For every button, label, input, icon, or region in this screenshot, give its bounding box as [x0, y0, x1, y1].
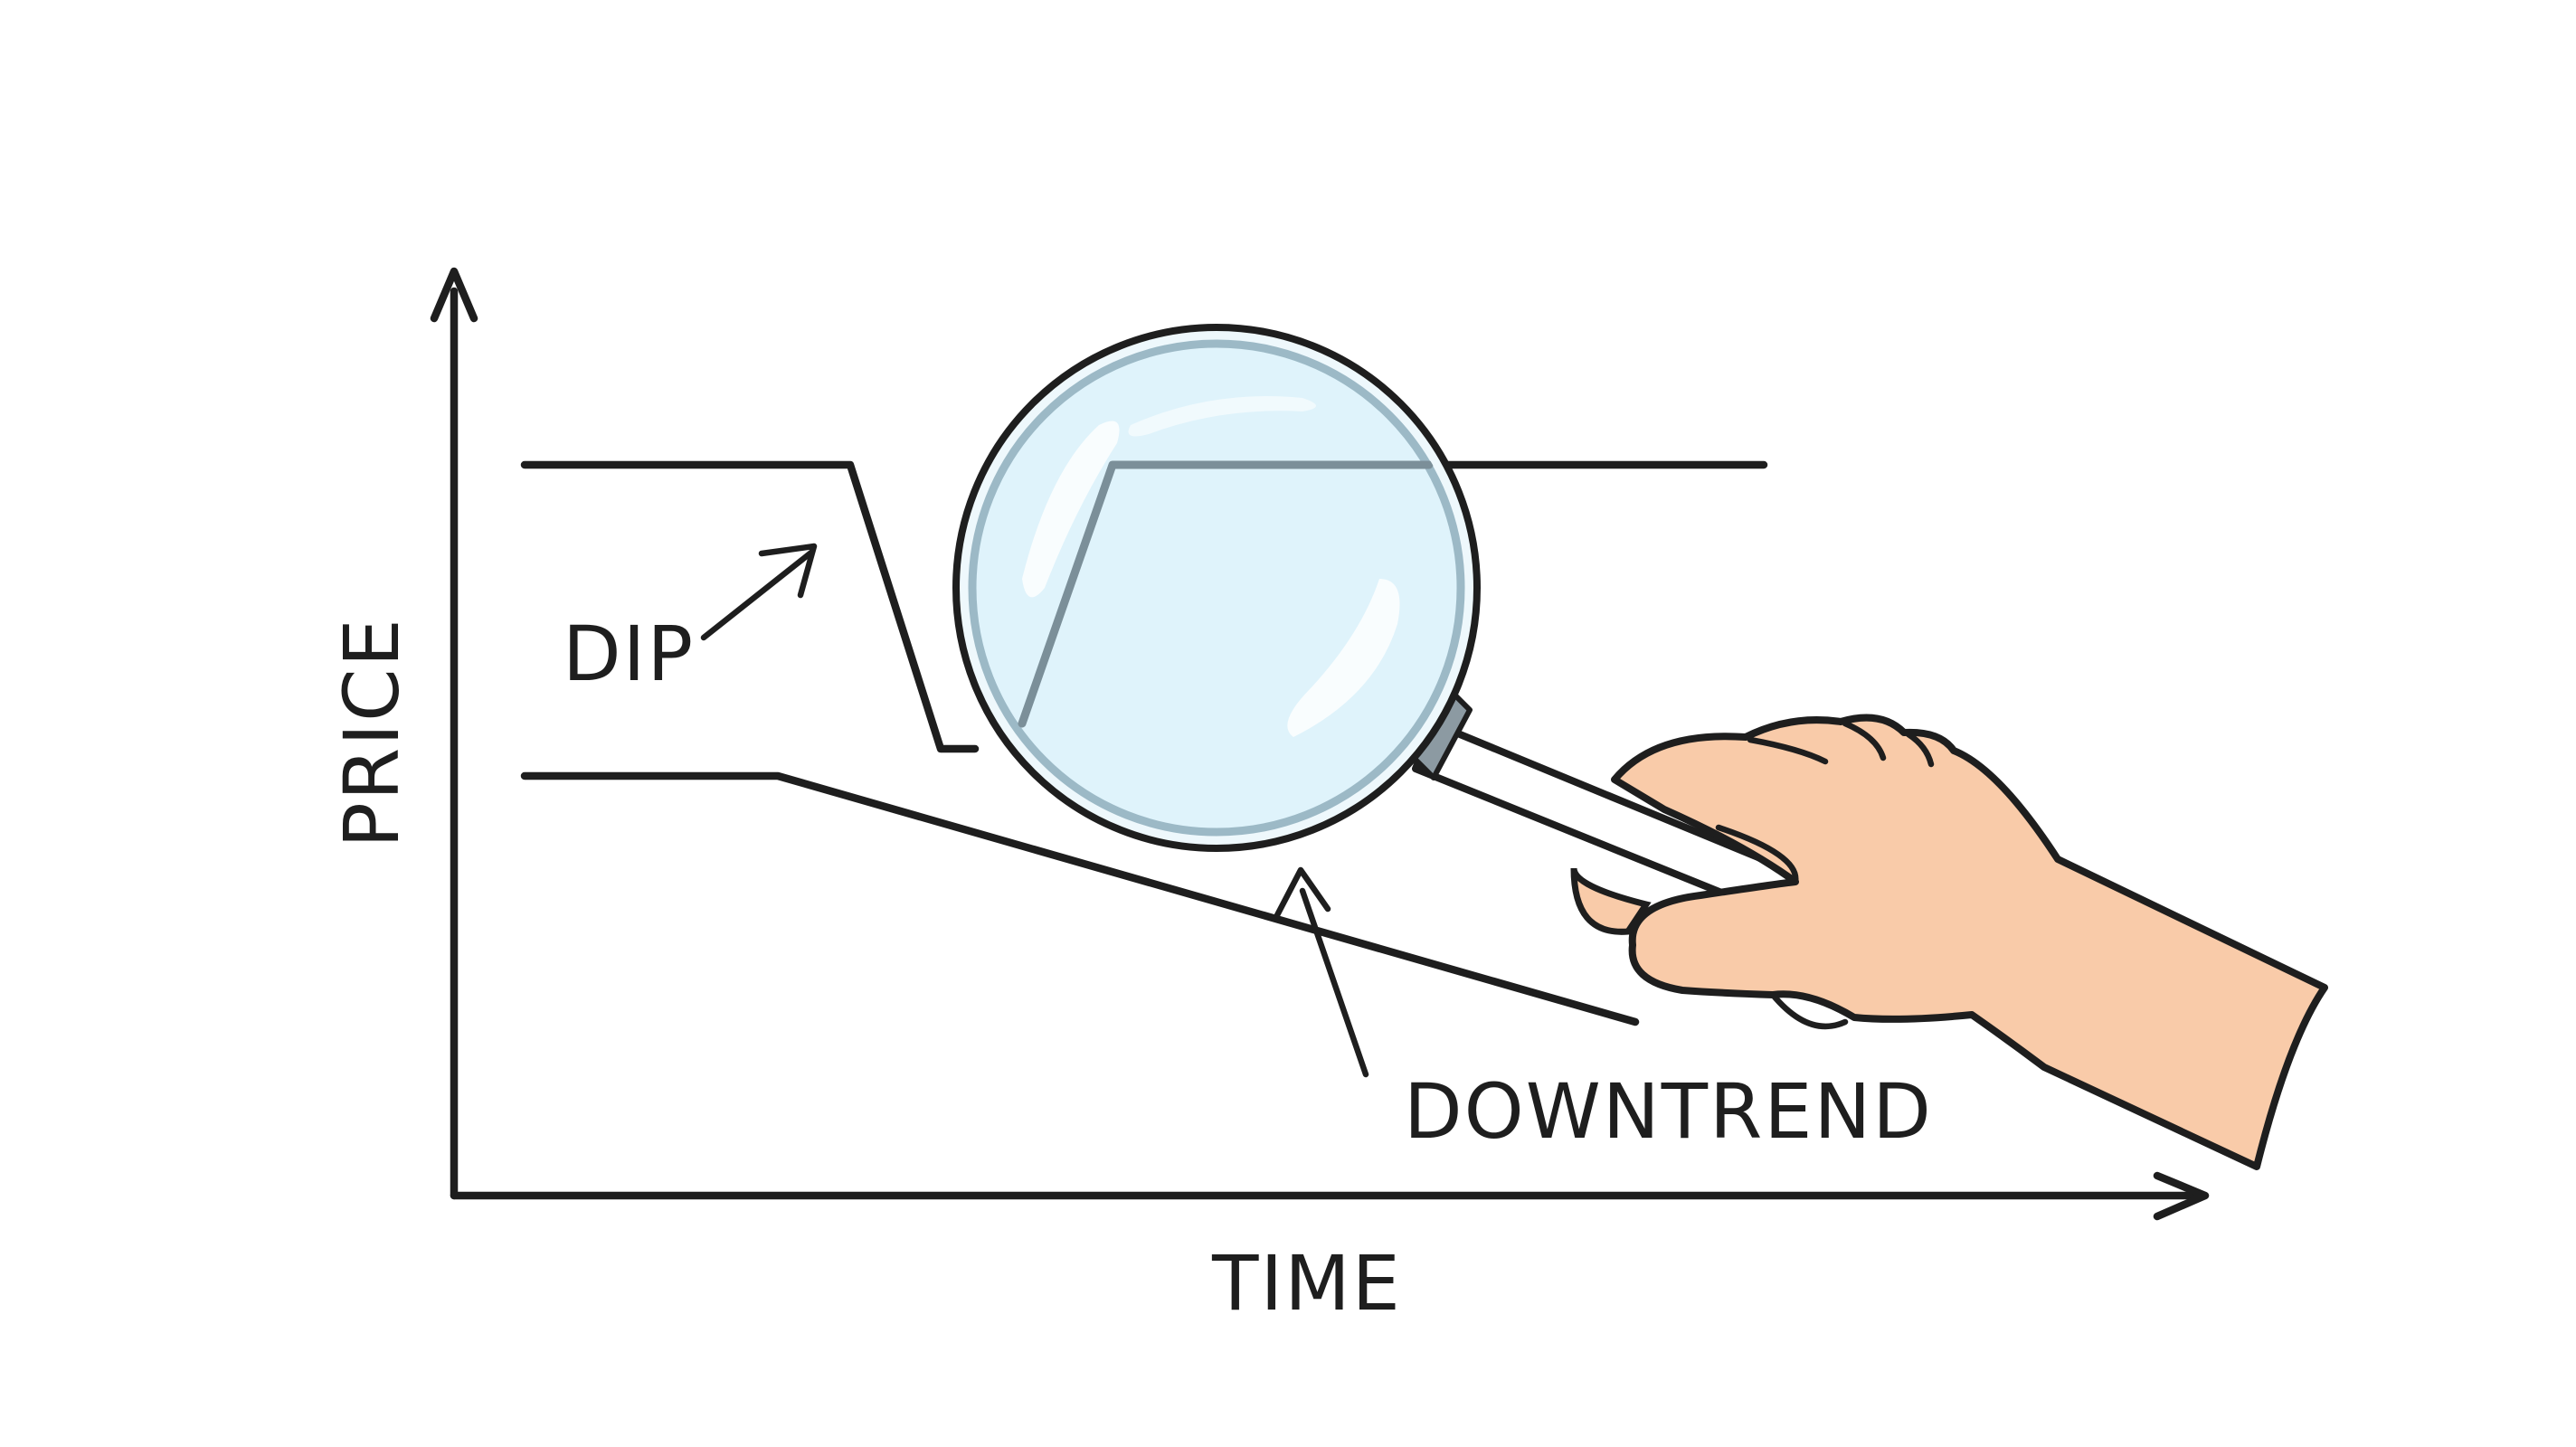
- x-axis: [450, 1171, 2210, 1221]
- x-axis-label: TIME: [1211, 1239, 1402, 1328]
- downtrend-line: [520, 771, 1640, 1026]
- y-axis-label: PRICE: [327, 617, 416, 848]
- y-axis: [430, 267, 478, 1200]
- price-line-with-dip: [520, 460, 1768, 753]
- downtrend-arrow: [1274, 866, 1369, 1078]
- magnifying-glass-icon: [952, 324, 1799, 917]
- dip-label: DIP: [563, 610, 695, 698]
- dip-arrow: [700, 543, 818, 641]
- hand-icon: [1570, 714, 2328, 1170]
- downtrend-label: DOWNTREND: [1404, 1067, 1933, 1156]
